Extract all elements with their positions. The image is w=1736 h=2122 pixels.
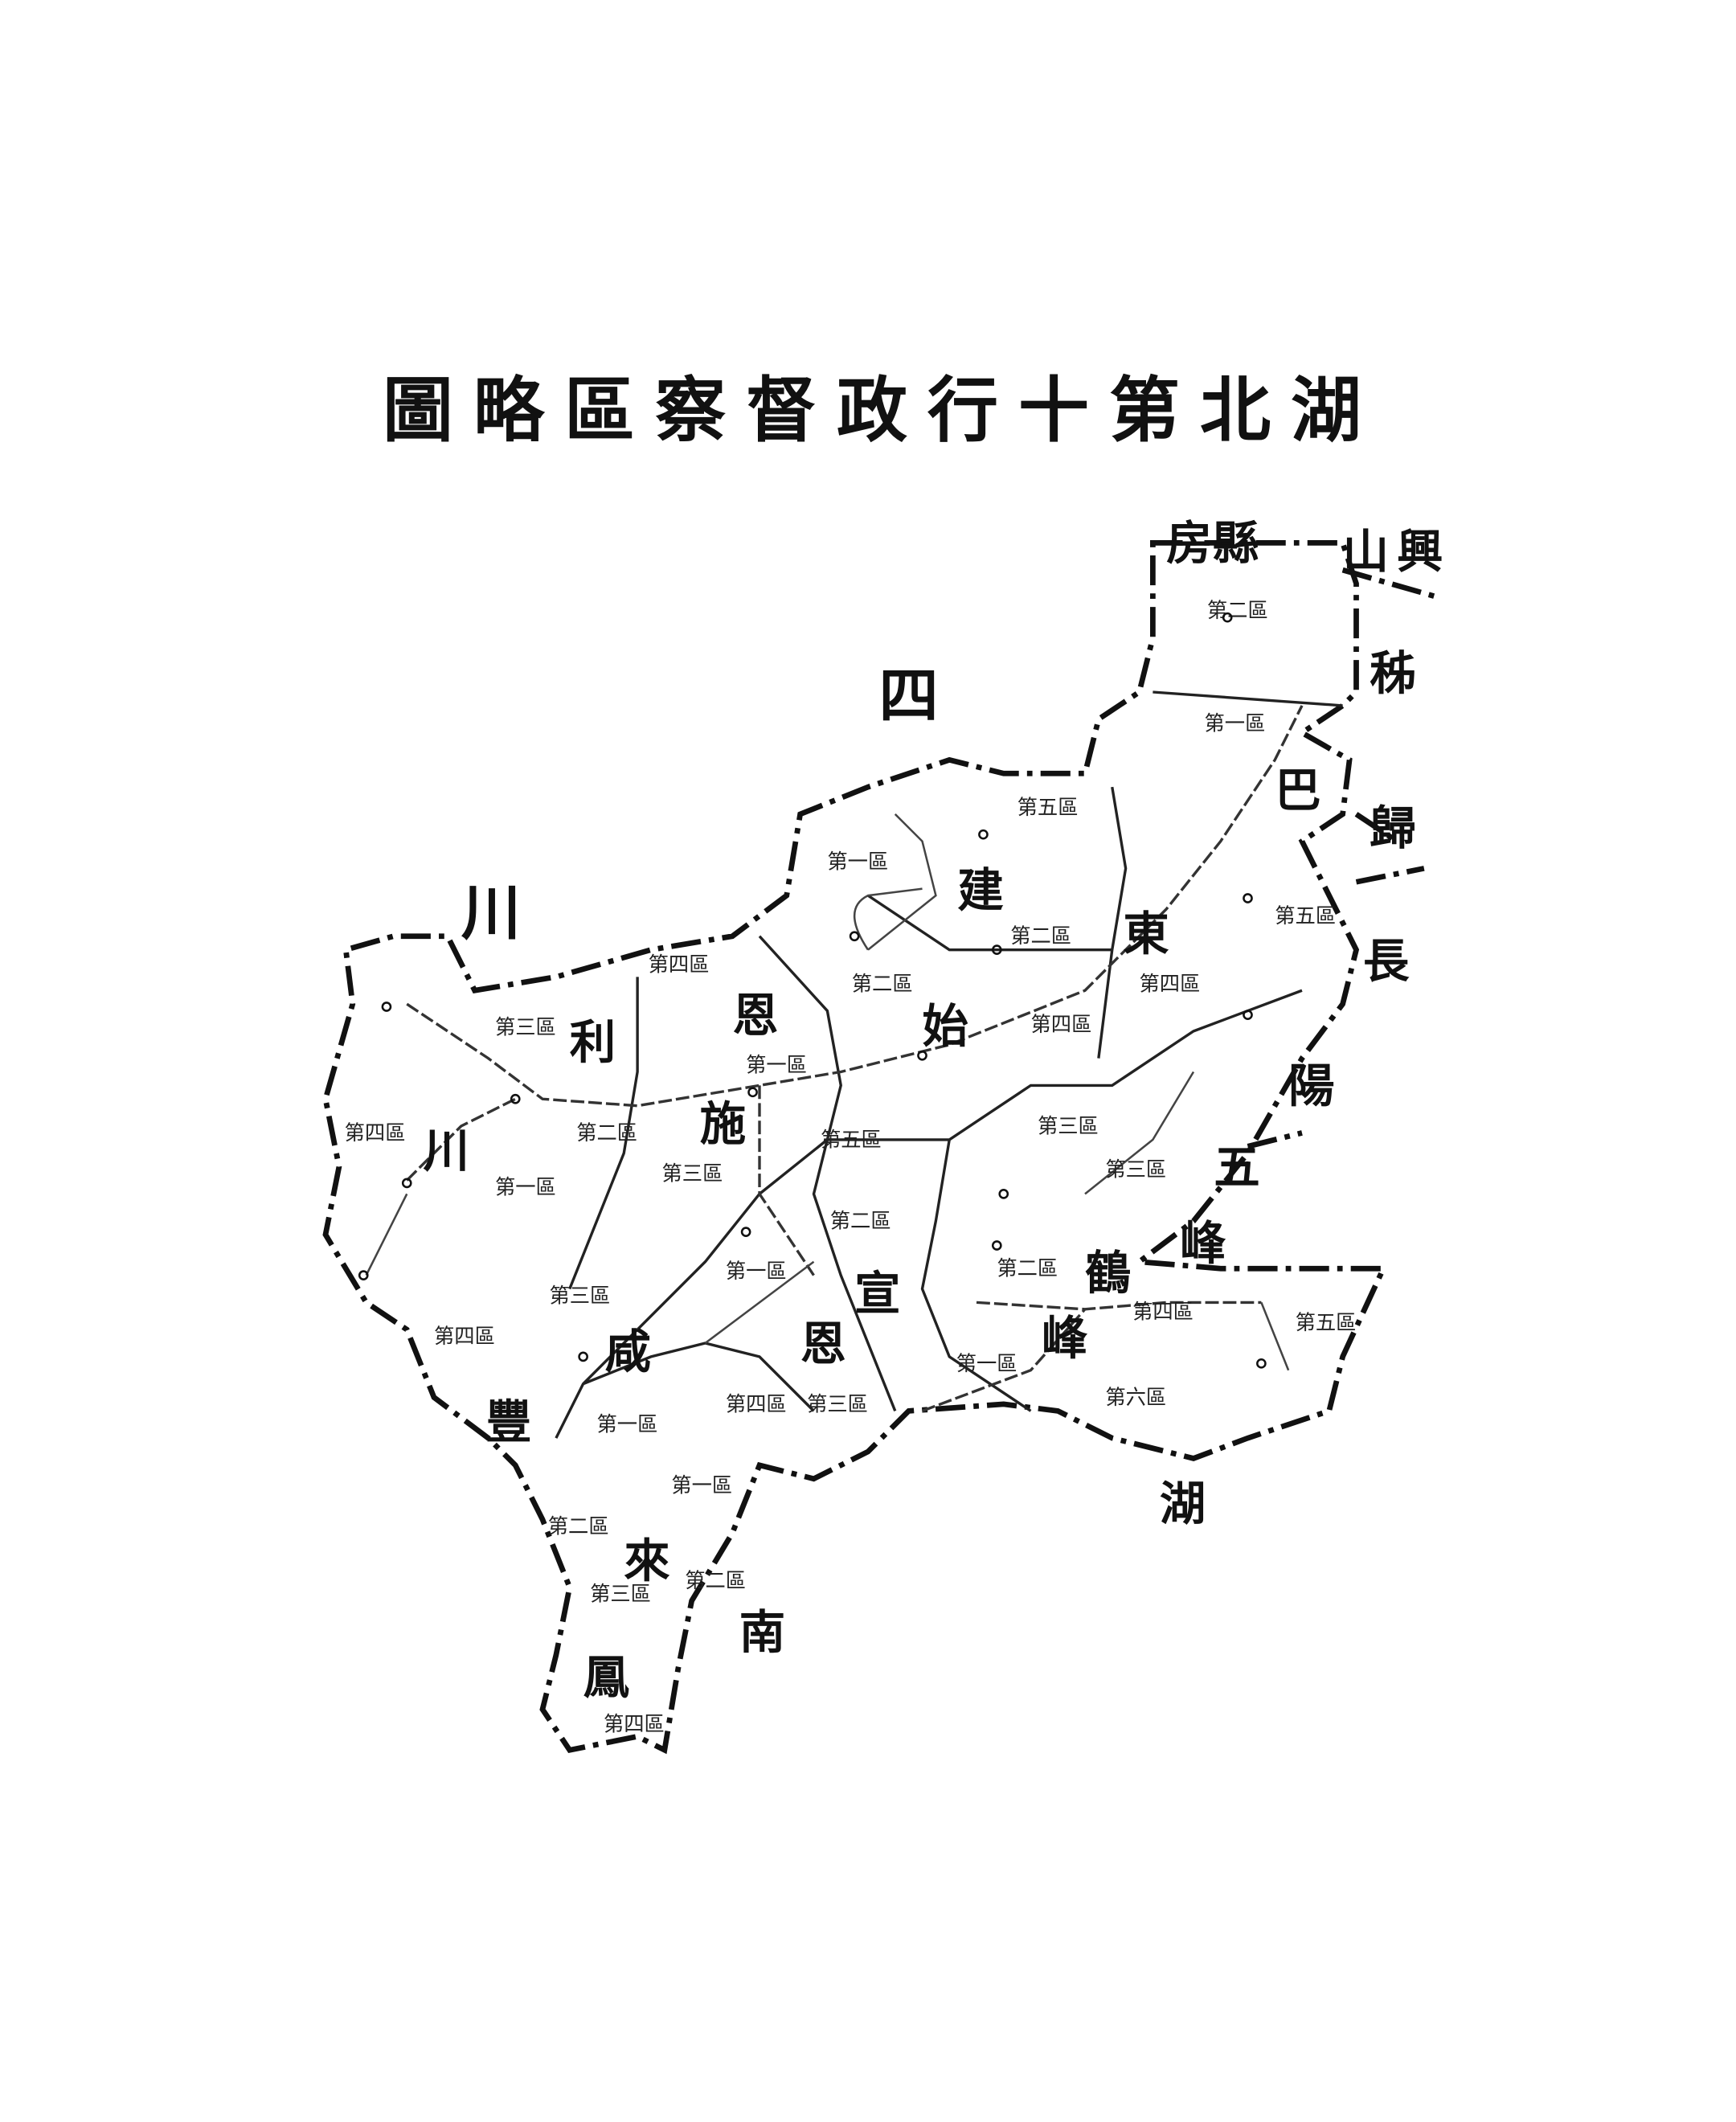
title-char: 圖 [382, 368, 453, 452]
label-lichuan-1: 利 [570, 1015, 616, 1070]
road [406, 705, 1304, 1412]
label-changyang-2: 陽 [1288, 1059, 1334, 1113]
title-char: 略 [473, 368, 544, 452]
district-label: 第三區 [549, 1284, 610, 1307]
district-label: 第四區 [726, 1392, 787, 1415]
district-label: 第一區 [597, 1413, 658, 1436]
district-label: 第四區 [434, 1325, 495, 1348]
label-xianfeng-1: 咸 [605, 1324, 651, 1378]
label-changyang-1: 長 [1363, 933, 1410, 988]
label-wufeng-2: 峰 [1180, 1215, 1226, 1270]
district-label: 第五區 [821, 1128, 882, 1151]
district-label: 第一區 [671, 1474, 732, 1497]
map-title: 湖 北 第 十 行 政 督 察 區 略 圖 [374, 354, 1370, 452]
district-label: 第二區 [830, 1210, 891, 1233]
district-label: 第三區 [662, 1162, 723, 1186]
district-label: 第四區 [1132, 1301, 1194, 1324]
label-zigui-2: 歸 [1370, 801, 1415, 855]
title-char: 察 [654, 368, 726, 452]
title-char: 區 [563, 368, 635, 452]
district-label: 第二區 [1010, 924, 1071, 948]
district-label: 第二區 [576, 1121, 637, 1145]
district-label: 第五區 [1017, 796, 1079, 819]
label-xingshan-2: 山 [1343, 524, 1389, 579]
label-jianshi-2: 始 [923, 998, 968, 1053]
label-enshi-1: 恩 [732, 988, 778, 1043]
prefecture-boundary [322, 539, 1388, 1755]
town-markers [358, 612, 1267, 1369]
district-label: 第一區 [956, 1352, 1017, 1375]
district-label: 第二區 [852, 972, 913, 995]
label-xingshan-1: 興 [1397, 524, 1443, 579]
label-laifeng-2: 鳳 [583, 1649, 629, 1704]
label-sichuan-2: 川 [461, 877, 521, 948]
district-label: 第二區 [1207, 599, 1268, 622]
label-xianfeng-2: 豐 [485, 1395, 531, 1449]
district-label: 第一區 [1205, 711, 1266, 735]
district-label: 第五區 [1275, 904, 1336, 928]
label-zigui-1: 秭 [1370, 646, 1415, 701]
district-label: 第一區 [726, 1260, 787, 1283]
county-boundary [555, 690, 1343, 1439]
label-xuanen-1: 宣 [854, 1266, 900, 1321]
district-label: 第三區 [1038, 1114, 1099, 1137]
label-hefeng-2: 峰 [1042, 1311, 1088, 1366]
title-char: 第 [1108, 368, 1180, 452]
district-label: 第四區 [1140, 972, 1201, 995]
label-hefeng-1: 鶴 [1085, 1246, 1131, 1301]
label-badong-1: 巴 [1275, 763, 1320, 817]
label-jianshi-1: 建 [957, 863, 1003, 918]
label-fangxian: 房縣 [1166, 516, 1259, 571]
label-wufeng-1: 五 [1214, 1140, 1259, 1194]
label-badong-2: 東 [1123, 907, 1169, 961]
label-sichuan-1: 四 [879, 660, 939, 731]
river [365, 813, 1290, 1371]
label-hunan-1: 湖 [1160, 1476, 1206, 1530]
district-label: 第一區 [827, 850, 888, 873]
district-label: 第三區 [495, 1015, 556, 1038]
district-label: 第四區 [649, 953, 710, 977]
district-label: 第四區 [1031, 1013, 1092, 1036]
district-label: 第三區 [1105, 1157, 1166, 1181]
title-char: 北 [1199, 368, 1271, 452]
label-lichuan-2: 川 [424, 1124, 469, 1178]
label-enshi-2: 施 [700, 1096, 746, 1151]
district-label: 第四區 [604, 1713, 665, 1736]
district-label: 第六區 [1105, 1386, 1166, 1409]
district-label: 第一區 [495, 1175, 556, 1198]
title-char: 督 [745, 368, 817, 452]
district-label: 第二區 [548, 1514, 609, 1538]
district-label: 第一區 [746, 1054, 807, 1077]
label-laifeng-1: 來 [624, 1533, 669, 1587]
title-char: 十 [1017, 368, 1089, 452]
district-label: 第二區 [997, 1257, 1058, 1280]
label-hunan-2: 南 [739, 1605, 785, 1660]
district-label: 第三區 [807, 1392, 868, 1415]
district-label: 第五區 [1296, 1311, 1357, 1334]
label-xuanen-2: 恩 [800, 1316, 846, 1370]
district-label: 第四區 [345, 1121, 406, 1145]
district-label: 第二區 [685, 1569, 746, 1592]
title-char: 湖 [1290, 368, 1361, 452]
title-char: 行 [927, 368, 998, 452]
title-char: 政 [836, 368, 907, 452]
district-label: 第三區 [590, 1583, 651, 1606]
